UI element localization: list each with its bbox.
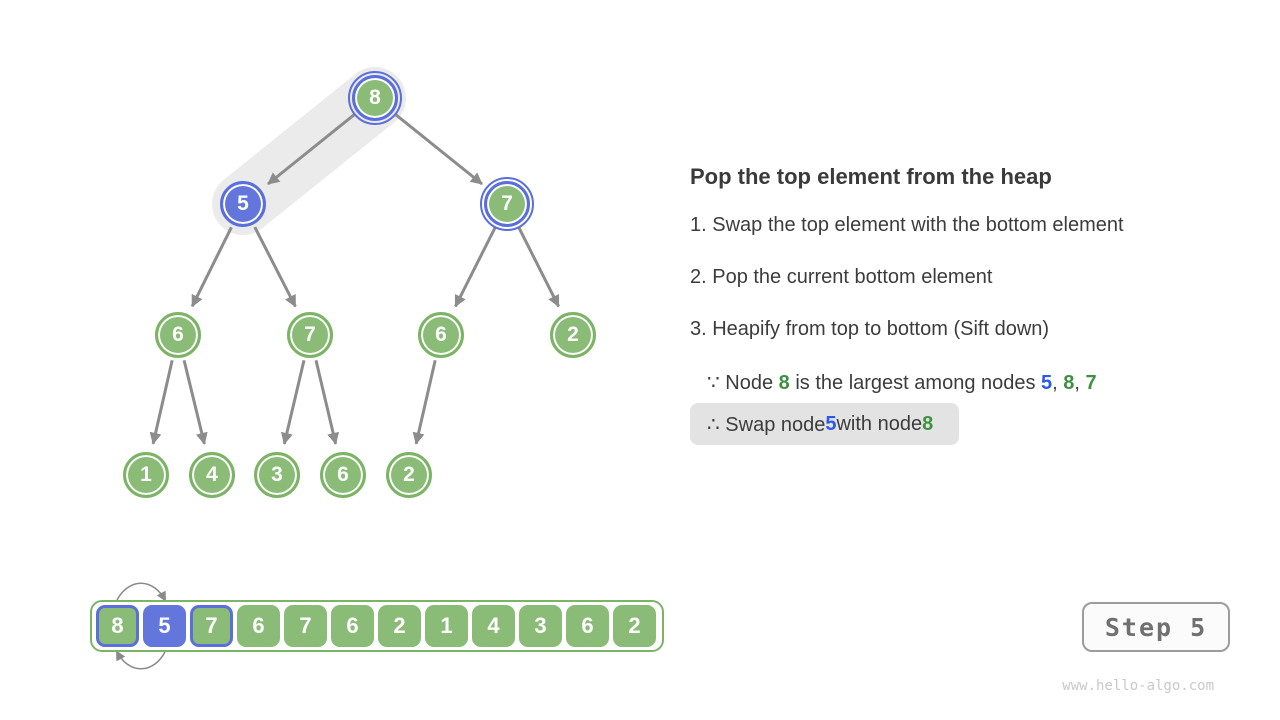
- tree-node-6: 6: [418, 312, 464, 358]
- tree-node-5: 5: [220, 181, 266, 227]
- tree-edge: [267, 113, 356, 186]
- tree-node-8: 8: [348, 71, 402, 125]
- tree-node-1: 1: [123, 452, 169, 498]
- tree-node-4: 4: [189, 452, 235, 498]
- tree-node-7: 7: [287, 312, 333, 358]
- text-segment: ,: [1074, 372, 1086, 394]
- tree-edge: [253, 226, 297, 308]
- array-swap-arrow-bottom: [116, 650, 166, 670]
- array-cell-11: 2: [613, 605, 656, 647]
- text-segment: ∵ Node: [707, 372, 779, 394]
- text-segment: ∴ Swap node: [707, 413, 826, 436]
- website-url: www.hello-algo.com: [1062, 678, 1214, 694]
- array-cell-5: 6: [331, 605, 374, 647]
- text-segment: 5: [825, 412, 837, 435]
- tree-node-2: 2: [550, 312, 596, 358]
- text-segment: with node: [836, 412, 923, 435]
- tree-edge: [314, 359, 340, 445]
- array-cell-4: 7: [284, 605, 327, 647]
- array-cell-2: 7: [190, 605, 233, 647]
- tree-node-2: 2: [386, 452, 432, 498]
- array-cell-7: 1: [425, 605, 468, 647]
- tree-node-3: 3: [254, 452, 300, 498]
- array-cell-0: 8: [96, 605, 139, 647]
- array-cell-3: 6: [237, 605, 280, 647]
- instruction-step-2: 2. Pop the current bottom element: [690, 266, 993, 288]
- tree-node-6: 6: [155, 312, 201, 358]
- instruction-step-1: 1. Swap the top element with the bottom …: [690, 214, 1124, 236]
- tree-node-6: 6: [320, 452, 366, 498]
- array-cell-8: 4: [472, 605, 515, 647]
- array-cell-6: 2: [378, 605, 421, 647]
- panel-title: Pop the top element from the heap: [690, 164, 1052, 189]
- array-cell-10: 6: [566, 605, 609, 647]
- tree-edge: [182, 359, 208, 445]
- array-cell-1: 5: [143, 605, 186, 647]
- tree-edge: [280, 359, 306, 445]
- text-segment: is the largest among nodes: [789, 372, 1042, 394]
- array-cell-9: 3: [519, 605, 562, 647]
- tree-node-7: 7: [480, 177, 534, 231]
- tree-edge: [412, 359, 437, 445]
- tree-edge: [190, 226, 233, 308]
- text-segment: ,: [1052, 372, 1064, 394]
- text-segment: 8: [922, 412, 934, 435]
- instruction-step-3: 3. Heapify from top to bottom (Sift down…: [690, 318, 1050, 340]
- tree-edge: [394, 113, 483, 186]
- conclusion-pill: ∴ Swap node 5 with node 8: [690, 403, 960, 445]
- text-segment: 8: [1063, 372, 1075, 394]
- because-line: ∵ Node 8 is the largest among nodes 5, 8…: [707, 370, 1097, 395]
- text-segment: 8: [778, 372, 790, 394]
- tree-edge: [149, 359, 174, 445]
- array-swap-arrow-top: [116, 582, 166, 602]
- tree-edge: [454, 226, 497, 308]
- tree-edge: [517, 226, 560, 308]
- text-segment: 7: [1085, 372, 1097, 394]
- text-segment: 5: [1041, 372, 1053, 394]
- step-badge[interactable]: Step 5: [1082, 602, 1230, 652]
